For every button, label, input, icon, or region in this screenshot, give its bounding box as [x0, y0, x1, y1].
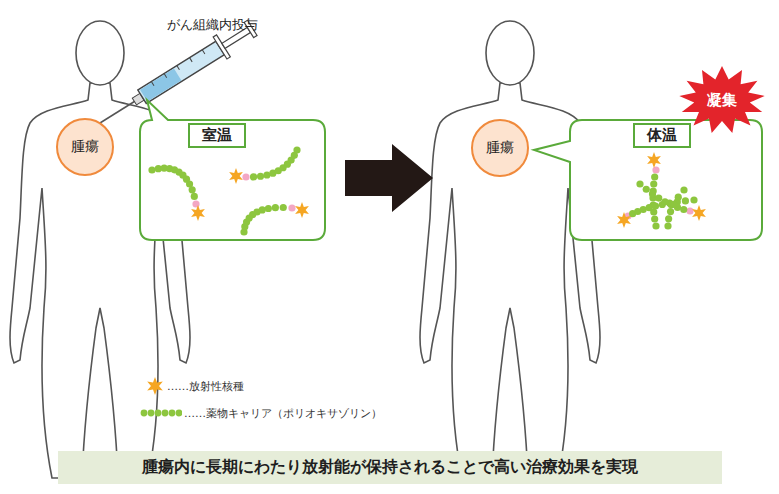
process-arrow [345, 144, 433, 212]
polymer-chains [148, 146, 706, 235]
carrier-dot [661, 198, 668, 205]
carrier-dot [636, 180, 643, 187]
callout-frame [140, 100, 325, 240]
aggregation-burst: 凝集 [679, 66, 765, 134]
carrier-dot [272, 204, 279, 211]
linker-dot [242, 173, 249, 180]
node-text: 体温 [647, 126, 677, 145]
node-text: 腫瘍内に長期にわたり放射能が保持されることで高い治療効果を実現 [142, 457, 638, 478]
tumor-circle: 腫瘍 [56, 118, 114, 176]
carrier-dot [682, 197, 689, 204]
carrier-dot [675, 194, 682, 201]
carrier-dot [651, 173, 658, 180]
carrier-dot [250, 173, 257, 180]
node-text: 凝集 [707, 91, 737, 110]
carrier-dot [280, 204, 287, 211]
carrier-dot [652, 202, 659, 209]
legend-row: ……放射性核種 [145, 376, 244, 396]
radionuclide-star [191, 205, 205, 221]
legend-row: ……薬物キャリア（ポリオキサゾリン） [140, 406, 382, 421]
condition-box: 体温 [633, 123, 691, 148]
carrier-dot [690, 196, 697, 203]
summary-band: 腫瘍内に長期にわたり放射能が保持されることで高い治療効果を実現 [58, 451, 722, 484]
carrier-dot [652, 222, 659, 229]
node-text: 腫瘍 [486, 139, 514, 157]
node-text: 室温 [202, 126, 232, 145]
annotation-label: がん組織内投与 [167, 16, 258, 34]
carrier-dot [259, 206, 266, 213]
carrier-dot [650, 180, 657, 187]
legend-star [145, 376, 165, 396]
carrier-dot [649, 190, 656, 197]
carrier-dot [293, 146, 300, 153]
carrier-dot [191, 193, 198, 200]
carrier-dot [655, 195, 662, 202]
legend-text: ……放射性核種 [167, 379, 244, 394]
carrier-dot [643, 186, 650, 193]
carrier-dot [148, 166, 155, 173]
linker-dot [288, 204, 295, 211]
human-silhouette [420, 21, 600, 478]
legend-dot [169, 410, 176, 417]
linker-dot [652, 166, 659, 173]
legend-dot [148, 410, 155, 417]
radionuclide-star [647, 152, 661, 168]
radionuclide-star [229, 168, 243, 184]
legend-dot [141, 410, 148, 417]
radionuclide-star [617, 212, 631, 228]
node-text: 腫瘍 [71, 138, 99, 156]
radionuclide-star [295, 202, 309, 218]
carrier-dot [257, 173, 264, 180]
legend-star-shape [147, 377, 163, 395]
carrier-dot [665, 215, 672, 222]
condition-box: 室温 [188, 123, 246, 148]
carrier-dot [664, 222, 671, 229]
radionuclide-star [692, 205, 706, 221]
carrier-dot [189, 186, 196, 193]
legend-dot [155, 410, 162, 417]
carrier-dot [670, 201, 677, 208]
tumor-circle: 腫瘍 [471, 119, 529, 177]
carrier-dot [646, 204, 653, 211]
carrier-dot [680, 206, 687, 213]
legend-dot [162, 410, 169, 417]
carrier-dot [680, 186, 687, 193]
linker-dot [686, 207, 693, 214]
burst-fill [679, 66, 764, 133]
human-silhouette [10, 21, 190, 478]
legend-dot [176, 410, 182, 417]
legend-text: ……薬物キャリア（ポリオキサゾリン） [184, 406, 382, 421]
carrier-dot [651, 215, 658, 222]
carrier-dot [265, 205, 272, 212]
carrier-dot [667, 208, 674, 215]
callout-frame [534, 120, 762, 240]
legend-chain [140, 408, 182, 418]
